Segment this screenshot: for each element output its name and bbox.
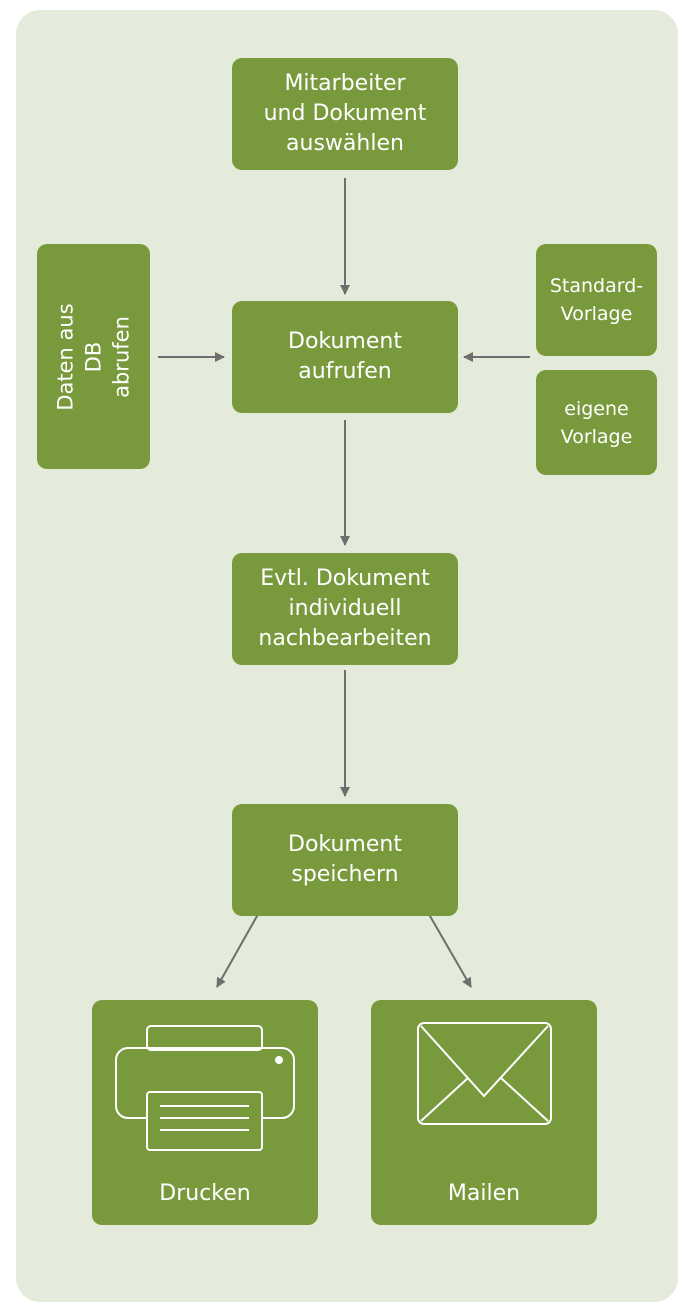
node-edit-document: Evtl. Dokument individuell nachbearbeite… <box>232 553 458 665</box>
node-print-label: Drucken <box>159 1181 251 1206</box>
node-fetch-data-label: Daten aus DB abrufen <box>53 302 134 411</box>
printer-icon <box>115 1025 295 1151</box>
node-save-document: Dokument speichern <box>232 804 458 916</box>
node-standard-template: Standard- Vorlage <box>536 244 657 356</box>
node-open-document: Dokument aufrufen <box>232 301 458 413</box>
node-own-template: eigene Vorlage <box>536 370 657 475</box>
node-fetch-data: Daten aus DB abrufen <box>37 244 150 469</box>
node-mail-label: Mailen <box>447 1181 521 1206</box>
node-print: Drucken <box>92 1000 318 1225</box>
node-mail: Mailen <box>371 1000 597 1225</box>
envelope-icon <box>417 1022 552 1125</box>
node-select-employee-document: Mitarbeiter und Dokument auswählen <box>232 58 458 170</box>
